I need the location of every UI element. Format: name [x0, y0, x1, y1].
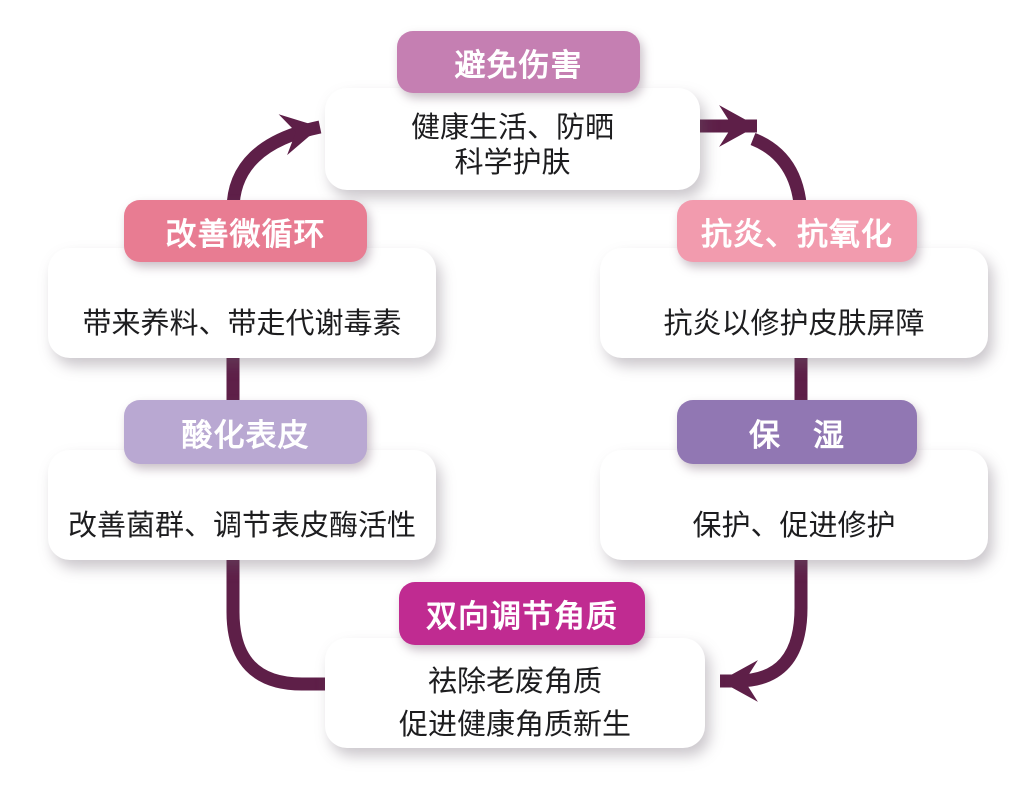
header-label: 改善微循环 — [165, 216, 326, 253]
header-label: 避免伤害 — [454, 47, 583, 84]
card-text-line: 促进健康角质新生 — [398, 707, 631, 741]
card-text-line: 祛除老废角质 — [427, 664, 602, 698]
card-microcirculation: 带来养料、带走代谢毒素 — [48, 248, 436, 358]
card-acidify-epidermis: 改善菌群、调节表皮酶活性 — [48, 450, 436, 560]
card-keratin-regulation: 祛除老废角质 促进健康角质新生 — [325, 638, 705, 748]
card-text-line: 健康生活、防晒 — [410, 110, 614, 144]
card-text-line: 抗炎以修护皮肤屏障 — [663, 306, 925, 340]
card-text-line: 改善菌群、调节表皮酶活性 — [67, 508, 416, 542]
card-moisturize: 保护、促进修护 — [600, 450, 988, 560]
arrow-right-segment — [720, 132, 808, 702]
card-anti-inflammation: 抗炎以修护皮肤屏障 — [600, 248, 988, 358]
header-label: 抗炎、抗氧化 — [701, 216, 893, 253]
card-text-line: 带来养料、带走代谢毒素 — [82, 306, 402, 340]
card-text-line: 保护、促进修护 — [692, 508, 896, 542]
header-keratin-regulation: 双向调节角质 — [399, 582, 645, 645]
arrow-left-segment — [226, 114, 352, 691]
header-anti-inflammation: 抗炎、抗氧化 — [677, 200, 917, 262]
header-label: 双向调节角质 — [426, 599, 618, 635]
header-microcirculation: 改善微循环 — [124, 200, 367, 262]
header-label: 酸化表皮 — [181, 417, 310, 454]
header-avoid-harm: 避免伤害 — [397, 31, 640, 93]
header-acidify-epidermis: 酸化表皮 — [124, 400, 367, 464]
header-moisturize: 保 湿 — [677, 400, 917, 464]
header-label: 保 湿 — [749, 417, 845, 454]
card-avoid-harm: 健康生活、防晒 科学护肤 — [325, 88, 700, 190]
card-text-line: 科学护肤 — [454, 145, 571, 179]
